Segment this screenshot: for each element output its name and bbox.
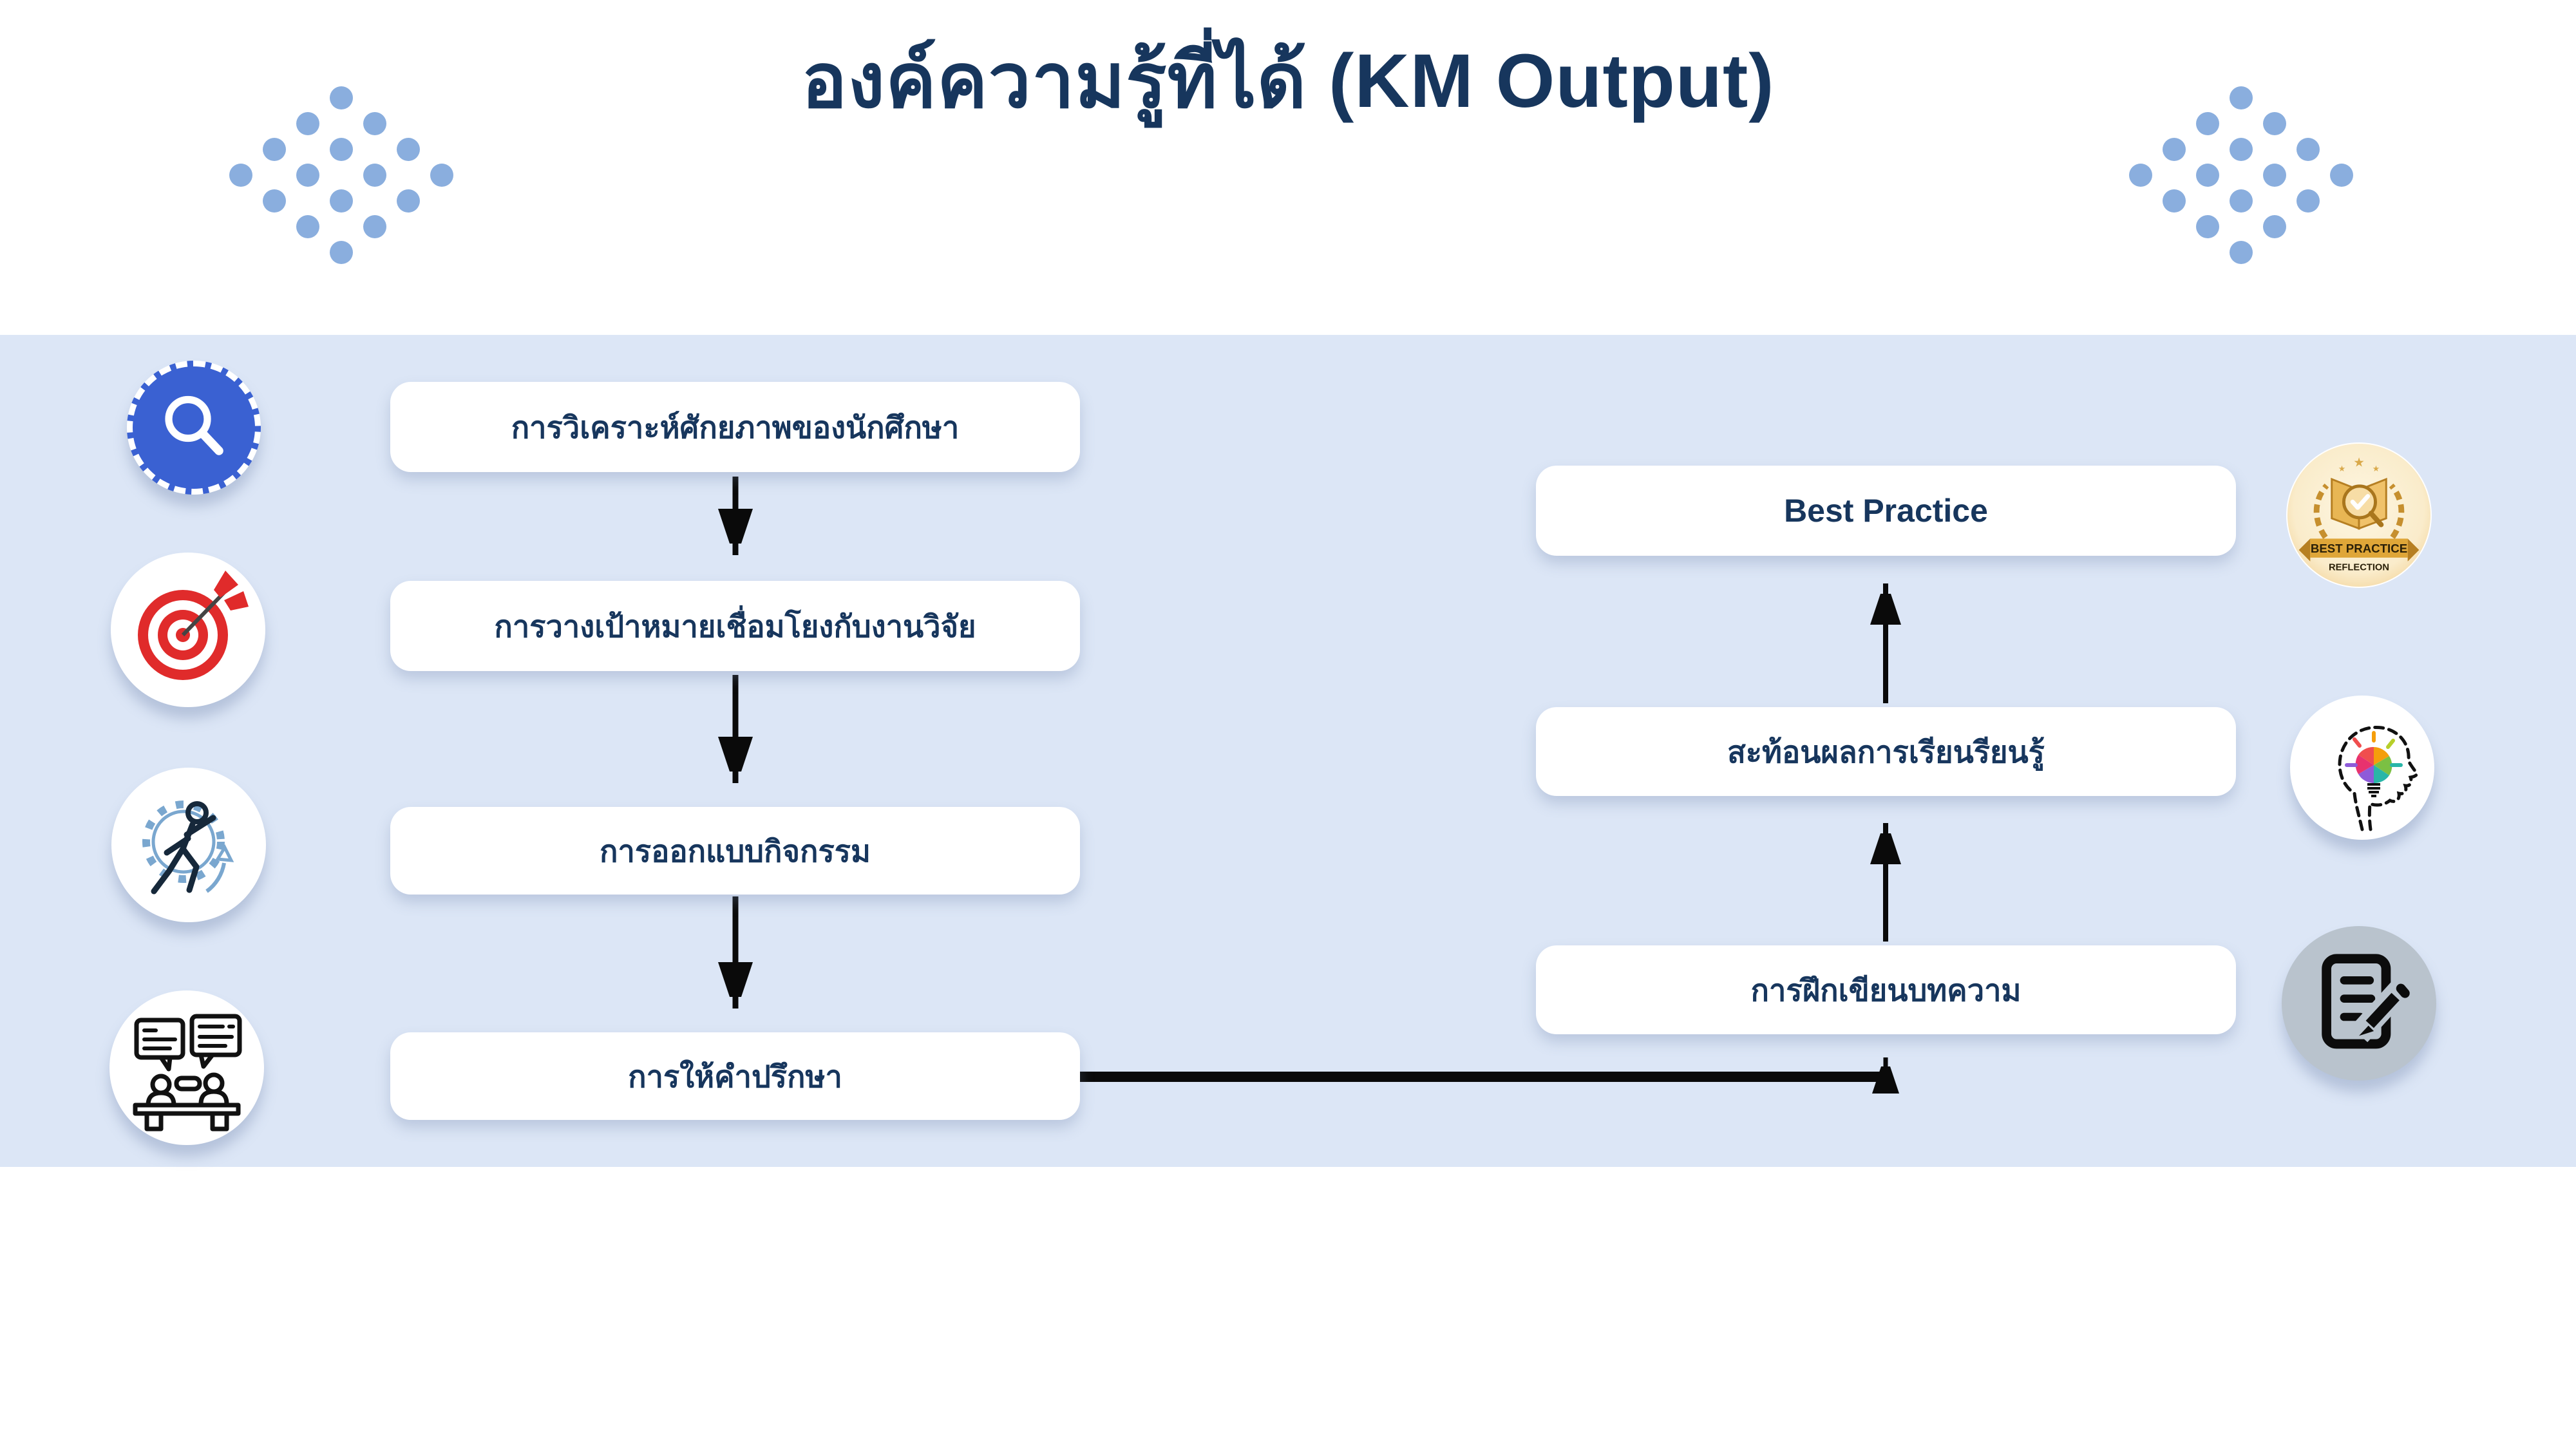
badge-subtitle-text: REFLECTION	[2329, 562, 2389, 573]
flow-step-box-activity-design: การออกแบบกิจกรรม	[390, 807, 1080, 895]
flow-step-label: การออกแบบกิจกรรม	[600, 833, 871, 868]
flow-step-label: สะท้อนผลการเรียนรียนรู้	[1727, 734, 2045, 769]
flow-step-label: การฝึกเขียนบทความ	[1750, 972, 2022, 1007]
article-writing-icon	[2282, 926, 2436, 1081]
flow-step-box-goal-setting: การวางเป้าหมายเชื่อมโยงกับงานวิจัย	[390, 581, 1080, 671]
activity-runner-icon	[111, 768, 266, 922]
flow-step-box-article-writing: การฝึกเขียนบทความ	[1536, 945, 2236, 1034]
flow-step-label: การให้คำปรึกษา	[628, 1059, 842, 1094]
magnifier-icon	[127, 361, 261, 495]
flow-step-box-analysis: การวิเคราะห์ศักยภาพของนักศึกษา	[390, 382, 1080, 472]
svg-text:★: ★	[2372, 464, 2380, 473]
target-icon	[111, 553, 265, 707]
idea-head-icon	[2290, 696, 2434, 840]
flow-step-label: การวิเคราะห์ศักยภาพของนักศึกษา	[511, 410, 960, 444]
page-title: องค์ความรู้ที่ได้ (KM Output)	[801, 39, 1775, 124]
flow-step-box-consultation: การให้คำปรึกษา	[390, 1032, 1080, 1120]
svg-text:★: ★	[2338, 464, 2345, 473]
best-practice-badge-icon: ★ ★ ★ BEST PRACTICE REFLECTION	[2286, 442, 2432, 588]
flow-step-label: การวางเป้าหมายเชื่อมโยงกับงานวิจัย	[494, 609, 976, 643]
consultation-icon	[109, 990, 264, 1145]
dot-pattern-right	[2129, 86, 2353, 264]
badge-title-text: BEST PRACTICE	[2311, 542, 2407, 555]
flow-step-box-best-practice: Best Practice	[1536, 466, 2236, 556]
svg-text:★: ★	[2353, 455, 2365, 469]
dot-pattern-left	[229, 86, 453, 264]
flow-step-box-reflection: สะท้อนผลการเรียนรียนรู้	[1536, 707, 2236, 796]
flow-step-label: Best Practice	[1784, 493, 1988, 529]
